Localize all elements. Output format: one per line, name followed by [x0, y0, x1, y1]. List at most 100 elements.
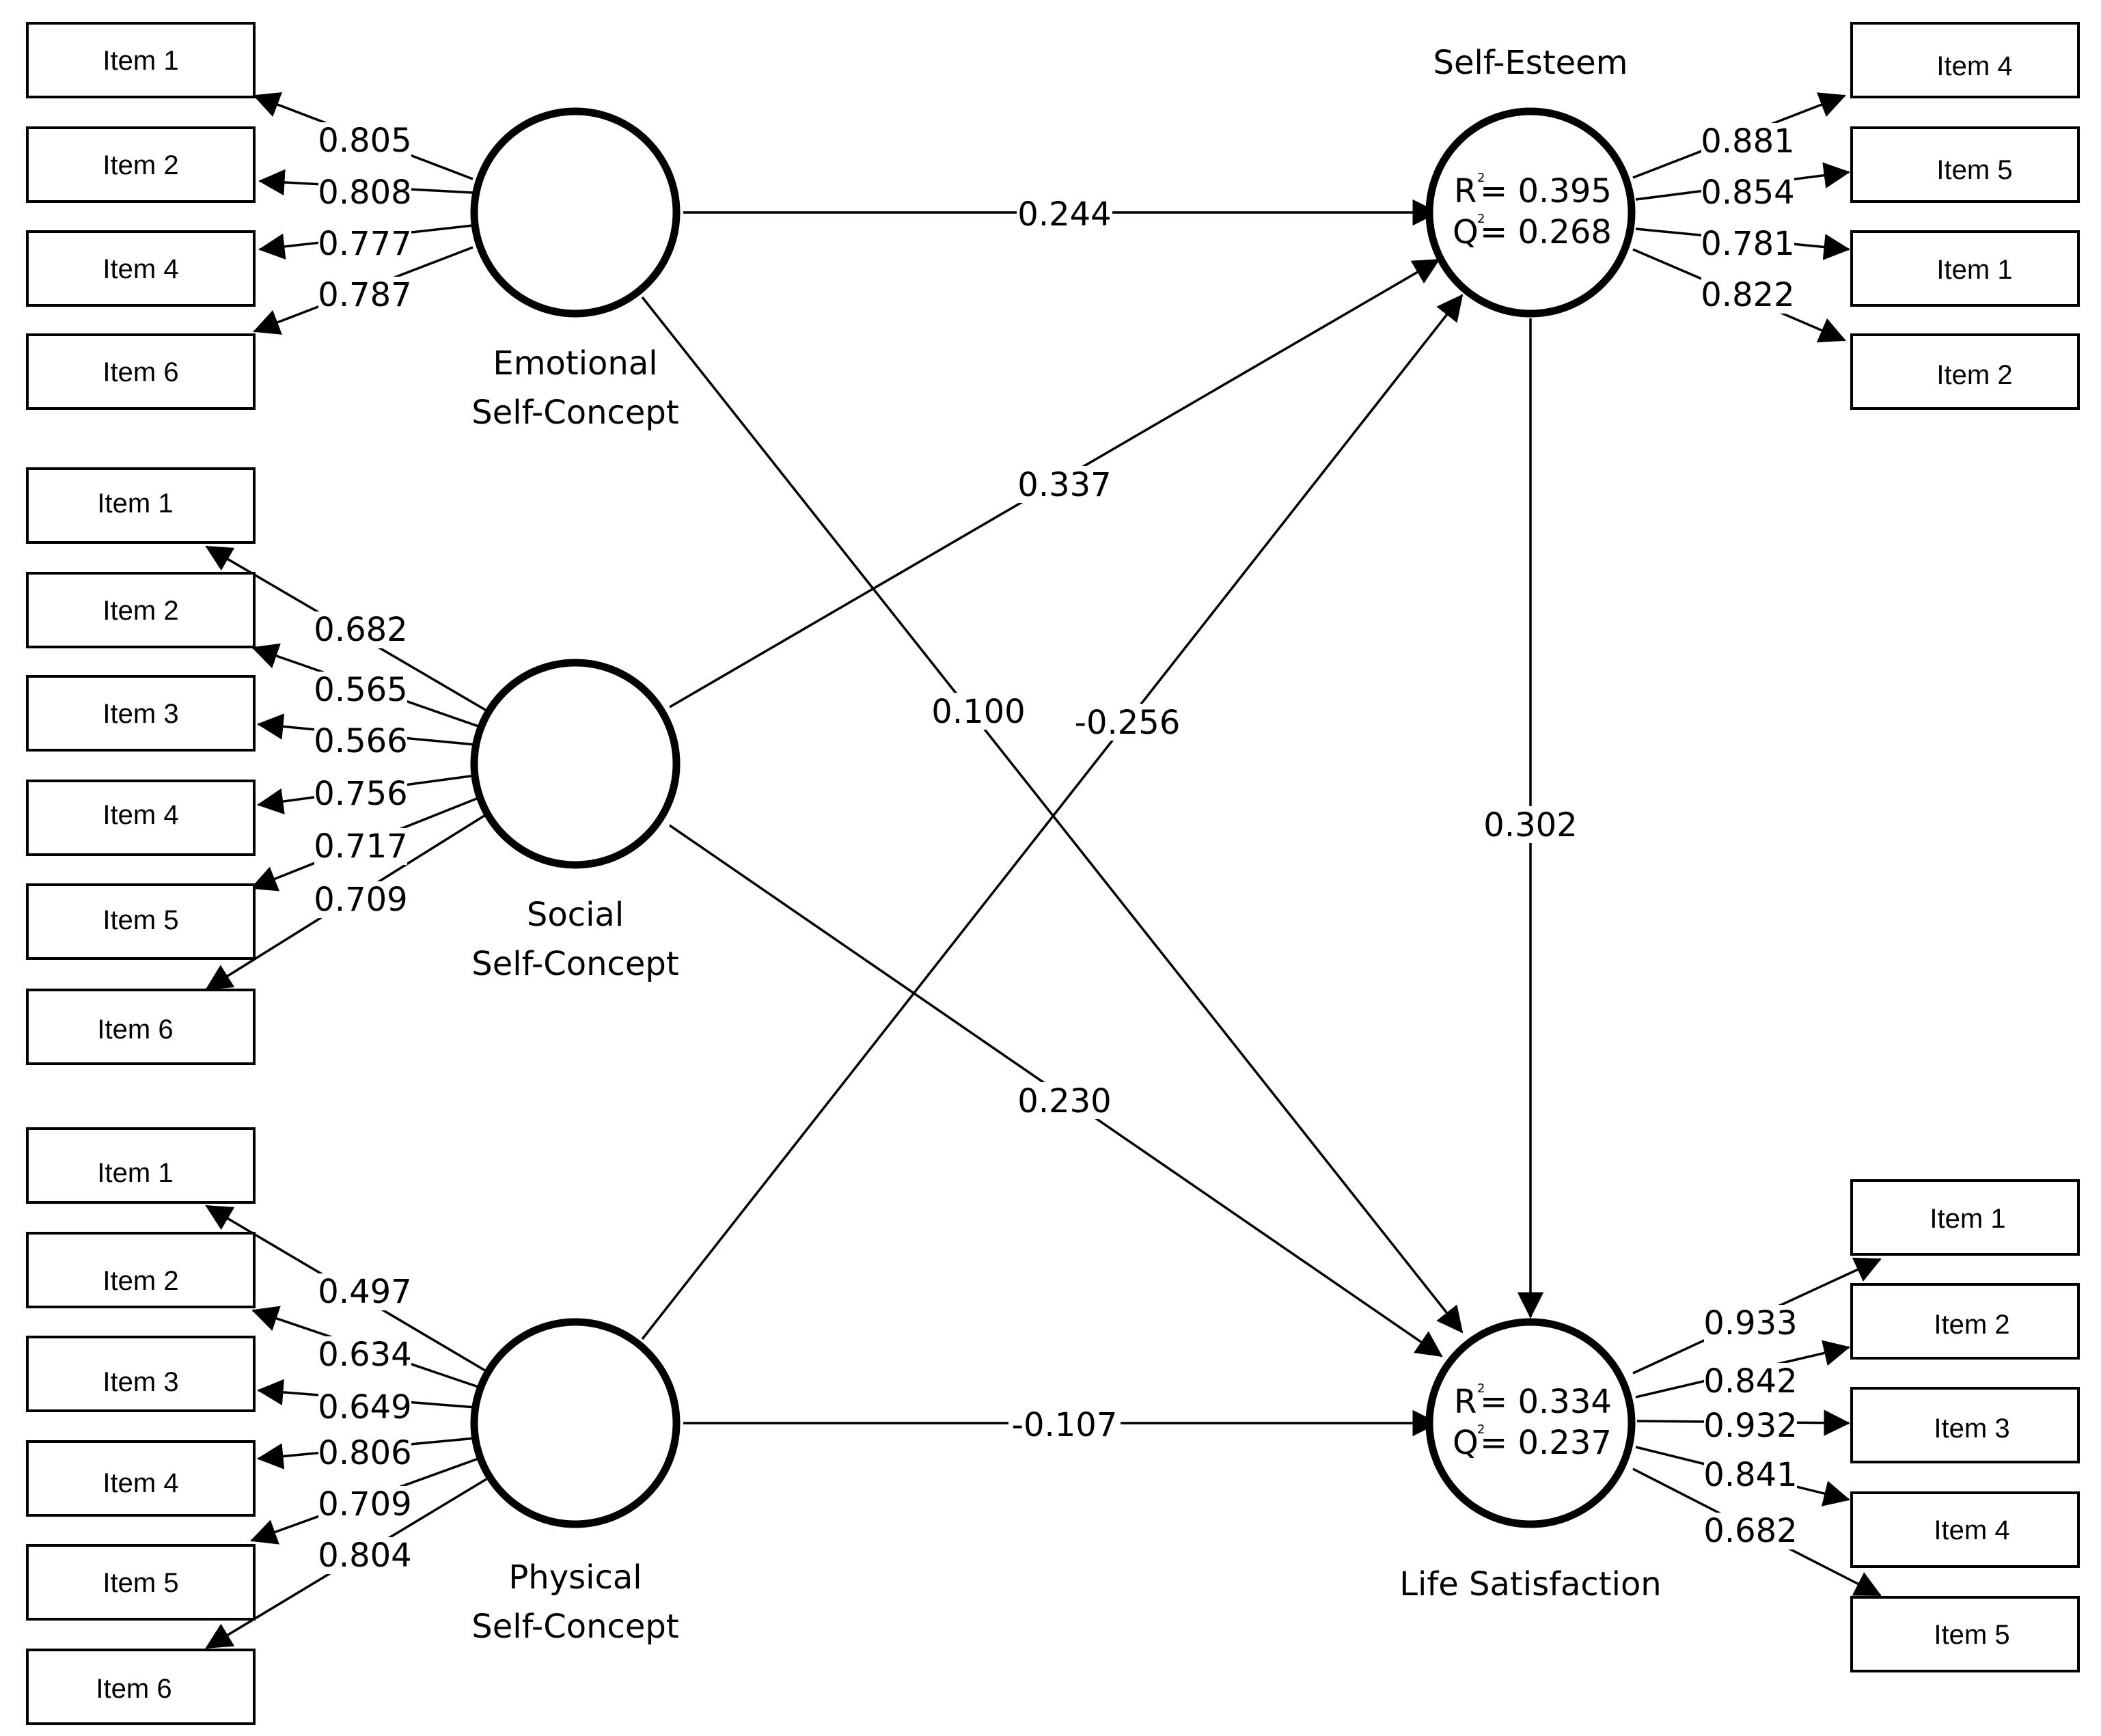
indicator-box	[26, 1127, 256, 1204]
coef-emotional-self-esteem: 0.244	[1017, 195, 1111, 234]
coef-physical-self-esteem: -0.256	[1075, 704, 1181, 742]
q2-value: = 0.268	[1480, 213, 1612, 251]
indicator-label: Item 5	[102, 1568, 178, 1598]
q2-letter: Q	[1453, 213, 1479, 251]
label-background	[1074, 704, 1183, 741]
coef-emotional-life-satisfaction: 0.100	[931, 693, 1025, 731]
r2-superscript: 2	[1477, 171, 1485, 185]
label-background	[1701, 123, 1794, 160]
loading-label: 0.932	[1703, 1407, 1797, 1445]
coef-self-esteem-life-satisfaction: 0.302	[1483, 806, 1577, 844]
indicator-label: Item 2	[102, 150, 178, 180]
indicator-box	[1850, 126, 2080, 203]
path-emotional-life-satisfaction	[641, 296, 1464, 1334]
indicator-box	[1850, 1491, 2080, 1568]
loading-label: 0.881	[1701, 122, 1794, 161]
label-background	[318, 1273, 411, 1310]
indicator-label: Item 1	[97, 488, 173, 519]
indicator-box	[1850, 1387, 2080, 1463]
construct-life-satisfaction	[1425, 1318, 1636, 1528]
indicator-label: Item 5	[1934, 1620, 2009, 1650]
label-background	[314, 775, 407, 812]
construct-label-line1: Physical	[508, 1558, 642, 1597]
indicator-label: Item 4	[102, 800, 178, 830]
label-background	[318, 174, 411, 211]
construct-label-line2: Self-Concept	[471, 1608, 678, 1646]
indicator-box	[26, 1336, 256, 1412]
label-background	[1704, 1407, 1797, 1444]
construct-label: Self-Esteem	[1433, 44, 1628, 82]
indicator-box	[26, 780, 256, 856]
indicator-label: Item 6	[96, 1674, 171, 1704]
label-background	[1018, 466, 1111, 503]
path-physical-self-esteem	[641, 294, 1464, 1340]
r2-letter: R	[1454, 1383, 1477, 1421]
indicator-box	[26, 467, 256, 544]
loading-label: 0.565	[314, 671, 407, 709]
construct-label-line1: Emotional	[493, 344, 657, 383]
loading-label: 0.805	[318, 122, 411, 160]
indicator-box	[26, 230, 256, 307]
loading-label: 0.841	[1703, 1456, 1797, 1494]
loading-label: 0.682	[1703, 1512, 1797, 1550]
indicator-label: Item 1	[102, 46, 178, 76]
indicator-box	[26, 333, 256, 410]
indicator-label: Item 3	[102, 699, 178, 729]
indicator-label: Item 2	[1934, 1310, 2009, 1340]
loading-label: 0.933	[1703, 1304, 1797, 1342]
loading-label: 0.709	[314, 881, 407, 919]
indicator-label: Item 4	[102, 254, 178, 284]
loading-label: 0.822	[1701, 276, 1794, 314]
q2-superscript: 2	[1477, 1422, 1485, 1437]
loading-label: 0.842	[1703, 1362, 1797, 1401]
indicator-box	[26, 126, 256, 203]
construct-social-self-concept	[470, 659, 681, 869]
label-background	[932, 693, 1025, 730]
indicator-box	[26, 22, 256, 98]
indicator-label: Item 2	[102, 1266, 178, 1296]
label-background	[1704, 1305, 1797, 1342]
q2-letter: Q	[1453, 1424, 1479, 1462]
block-social: Item 1 Item 2 Item 3 Item 4 Item 5 Item …	[26, 467, 681, 1065]
block-life-satisfaction: Item 1 Item 2 Item 3 Item 4 Item 5 0.933…	[1399, 1179, 2080, 1672]
label-background	[1704, 1363, 1797, 1400]
indicator-box	[26, 1440, 256, 1517]
label-background	[1701, 174, 1794, 211]
indicator-box	[26, 1544, 256, 1621]
loading-label: 0.756	[314, 775, 407, 813]
indicator-label: Item 4	[1936, 51, 2012, 81]
indicator-box	[26, 989, 256, 1065]
label-background	[318, 225, 411, 262]
indicator-box	[26, 883, 256, 960]
label-background	[318, 1435, 411, 1472]
loading-label: 0.709	[318, 1485, 411, 1524]
indicator-label: Item 6	[102, 357, 178, 387]
construct-self-esteem	[1425, 107, 1636, 318]
label-background	[318, 122, 411, 159]
indicator-label: Item 1	[1936, 255, 2012, 285]
coef-physical-life-satisfaction: -0.107	[1012, 1406, 1118, 1444]
r2-value: = 0.395	[1480, 172, 1612, 210]
loading-label: 0.854	[1701, 174, 1794, 212]
indicator-box	[26, 1649, 256, 1725]
loading-label: 0.781	[1701, 225, 1794, 263]
label-background	[1701, 277, 1794, 314]
loading-label: 0.808	[318, 174, 411, 212]
block-physical: Item 1 Item 2 Item 3 Item 4 Item 5 Item …	[26, 1127, 681, 1725]
label-background	[1008, 1407, 1121, 1444]
label-background	[1017, 196, 1112, 233]
indicator-box	[1850, 1596, 2080, 1672]
label-background	[1701, 225, 1794, 262]
indicator-box	[1850, 333, 2080, 410]
q2-value: = 0.237	[1480, 1424, 1612, 1462]
construct-label-line2: Self-Concept	[471, 394, 678, 432]
structural-coefficients: 0.244 0.337 0.100 -0.256 0.302 0.230 -0.…	[931, 195, 1577, 1444]
label-background	[318, 1486, 411, 1523]
label-background	[314, 828, 407, 865]
loading-label: 0.566	[314, 722, 407, 760]
construct-label: Life Satisfaction	[1399, 1565, 1661, 1603]
construct-emotional-self-concept	[470, 107, 681, 318]
label-background	[314, 611, 407, 648]
indicator-box	[26, 1232, 256, 1308]
